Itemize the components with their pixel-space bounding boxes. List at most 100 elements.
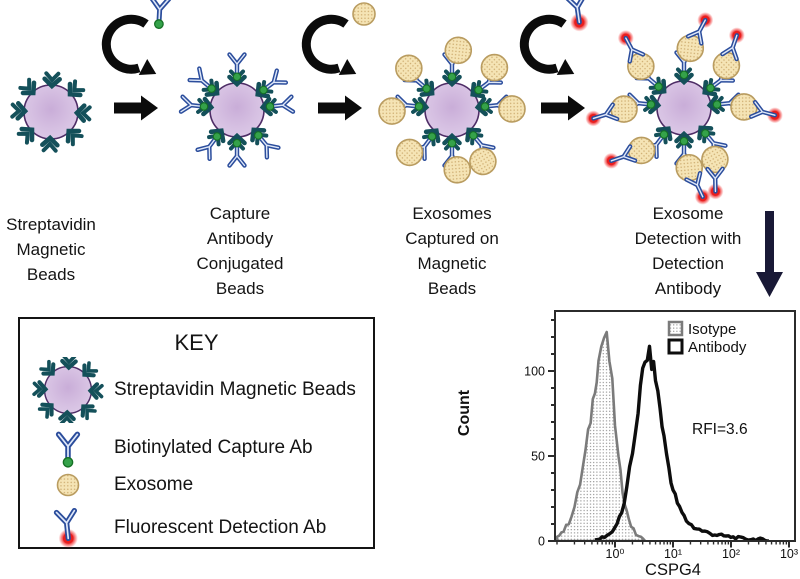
bead-spoke [442,132,472,184]
detection-complex [685,12,714,46]
fluorescent-detection-ab-icon [720,27,745,62]
streptavidin-icon [40,134,60,153]
streptavidin-magnetic-bead-icon [32,357,104,423]
streptavidin-icon [42,71,62,90]
y-tick-label: 0 [538,535,545,549]
step-label-capture-antibody-beads: Capture Antibody Conjugated Beads [196,204,284,298]
streptavidin-icon [58,409,76,423]
add-exosome-arrow [301,14,357,75]
y-tick-label: 50 [531,450,545,464]
key-row-streptavidin-beads: Streptavidin Magnetic Beads [22,357,356,423]
x-axis-label: CSPG4 [645,561,701,579]
detection-complex [617,30,646,64]
bead-spoke [73,103,92,123]
bead-spoke [67,79,86,98]
biotinylated-capture-ab-icon [706,66,736,93]
fluorescent-detection-ab-icon [603,144,638,169]
bead-spoke [65,128,84,147]
exosome-icon [56,473,80,497]
step-label-exosome-detection: Exosome Detection with Detection Antibod… [634,204,742,298]
biotinylated-capture-ab-icon [149,0,172,29]
captured-exosome [395,138,424,167]
captured-exosome [603,136,656,169]
antibody-histogram-curve [594,344,769,541]
biotinylated-capture-ab-icon [227,138,247,168]
streptavidin-icon [37,402,54,419]
captured-exosome [469,147,497,176]
streptavidin-icon [39,359,56,376]
step-arrow [318,95,362,121]
bead-spoke [465,127,497,176]
key-row-capture-ab: Biotinylated Capture Ab [22,428,313,468]
key-label-exosome: Exosome [114,474,194,495]
captured-exosome [444,36,473,65]
bead-spoke [442,36,473,88]
step-arrow [541,95,585,121]
key-title: KEY [174,330,219,355]
biotinylated-capture-ab-icon [227,52,247,82]
key-box: KEY Streptavidin Magnetic Beads Biotinyl… [18,317,375,549]
isotype-histogram-curve [555,330,647,541]
streptavidin-icon [18,77,37,96]
capture-antibody-conjugated-bead [178,52,296,168]
legend: Isotype Antibody [667,320,747,356]
bead-spoke [255,68,289,99]
biotinylated-capture-ab-icon [393,94,424,114]
y-tick-label: 100 [524,365,545,379]
captured-exosome [378,97,406,125]
histogram-curves [555,330,769,541]
biotinylated-capture-ab-icon [265,94,296,114]
fluorescent-detection-ab-icon [684,171,711,205]
exosome-icon [378,97,406,125]
plot-frame [554,310,796,542]
key-label-capture-ab: Biotinylated Capture Ab [114,437,313,458]
streptavidin-icon [73,103,92,123]
biotinylated-capture-ab-icon [195,132,222,162]
biotinylated-capture-ab-icon [254,131,281,160]
bead-spoke [603,126,673,169]
captured-exosome [395,54,423,83]
captured-exosome [676,12,714,63]
bead-spoke [706,92,783,124]
x-tick-label: 10³ [780,547,798,561]
captured-exosome [498,95,526,123]
legend-label-antibody: Antibody [688,339,747,356]
streptavidin-icon [32,380,49,398]
fluorescent-detection-ab-icon [685,12,714,46]
bead-spoke [195,128,226,162]
add-detection-ab-arrow [519,14,575,75]
biotinylated-capture-ab-icon [55,431,81,468]
fluorescent-detection-ab-icon [705,166,725,200]
detection-complex [585,102,620,127]
key-row-exosome: Exosome [22,470,193,500]
bead-spoke [187,66,220,97]
streptavidin-icon [65,128,84,147]
fluorescent-detection-ab-icon [564,0,589,32]
detection-complex [603,144,638,169]
detection-complex [684,171,711,205]
legend-swatch-isotype [667,320,684,337]
streptavidin-icon [10,101,29,121]
exosome-icon [443,155,472,184]
antibody-icon [53,507,78,548]
bead-spoke [702,27,745,97]
streptavidin-icon [16,126,35,145]
bead-spoke [178,94,215,117]
exosome-icon [498,95,526,123]
workflow-diagram [10,0,783,297]
fluorescent-detection-ab-icon [53,507,78,548]
detection-complex [749,99,783,124]
exosome-detection-bead [585,12,783,205]
streptavidin-icon [87,382,104,400]
bead-spoke [227,52,247,88]
exosome-icon [56,473,80,497]
rfi-annotation: RFI=3.6 [692,421,748,438]
fluorescent-detection-ab-icon [617,30,646,64]
detection-complex [705,166,725,200]
bead-spoke [395,54,435,97]
streptavidin-icon [82,361,99,378]
